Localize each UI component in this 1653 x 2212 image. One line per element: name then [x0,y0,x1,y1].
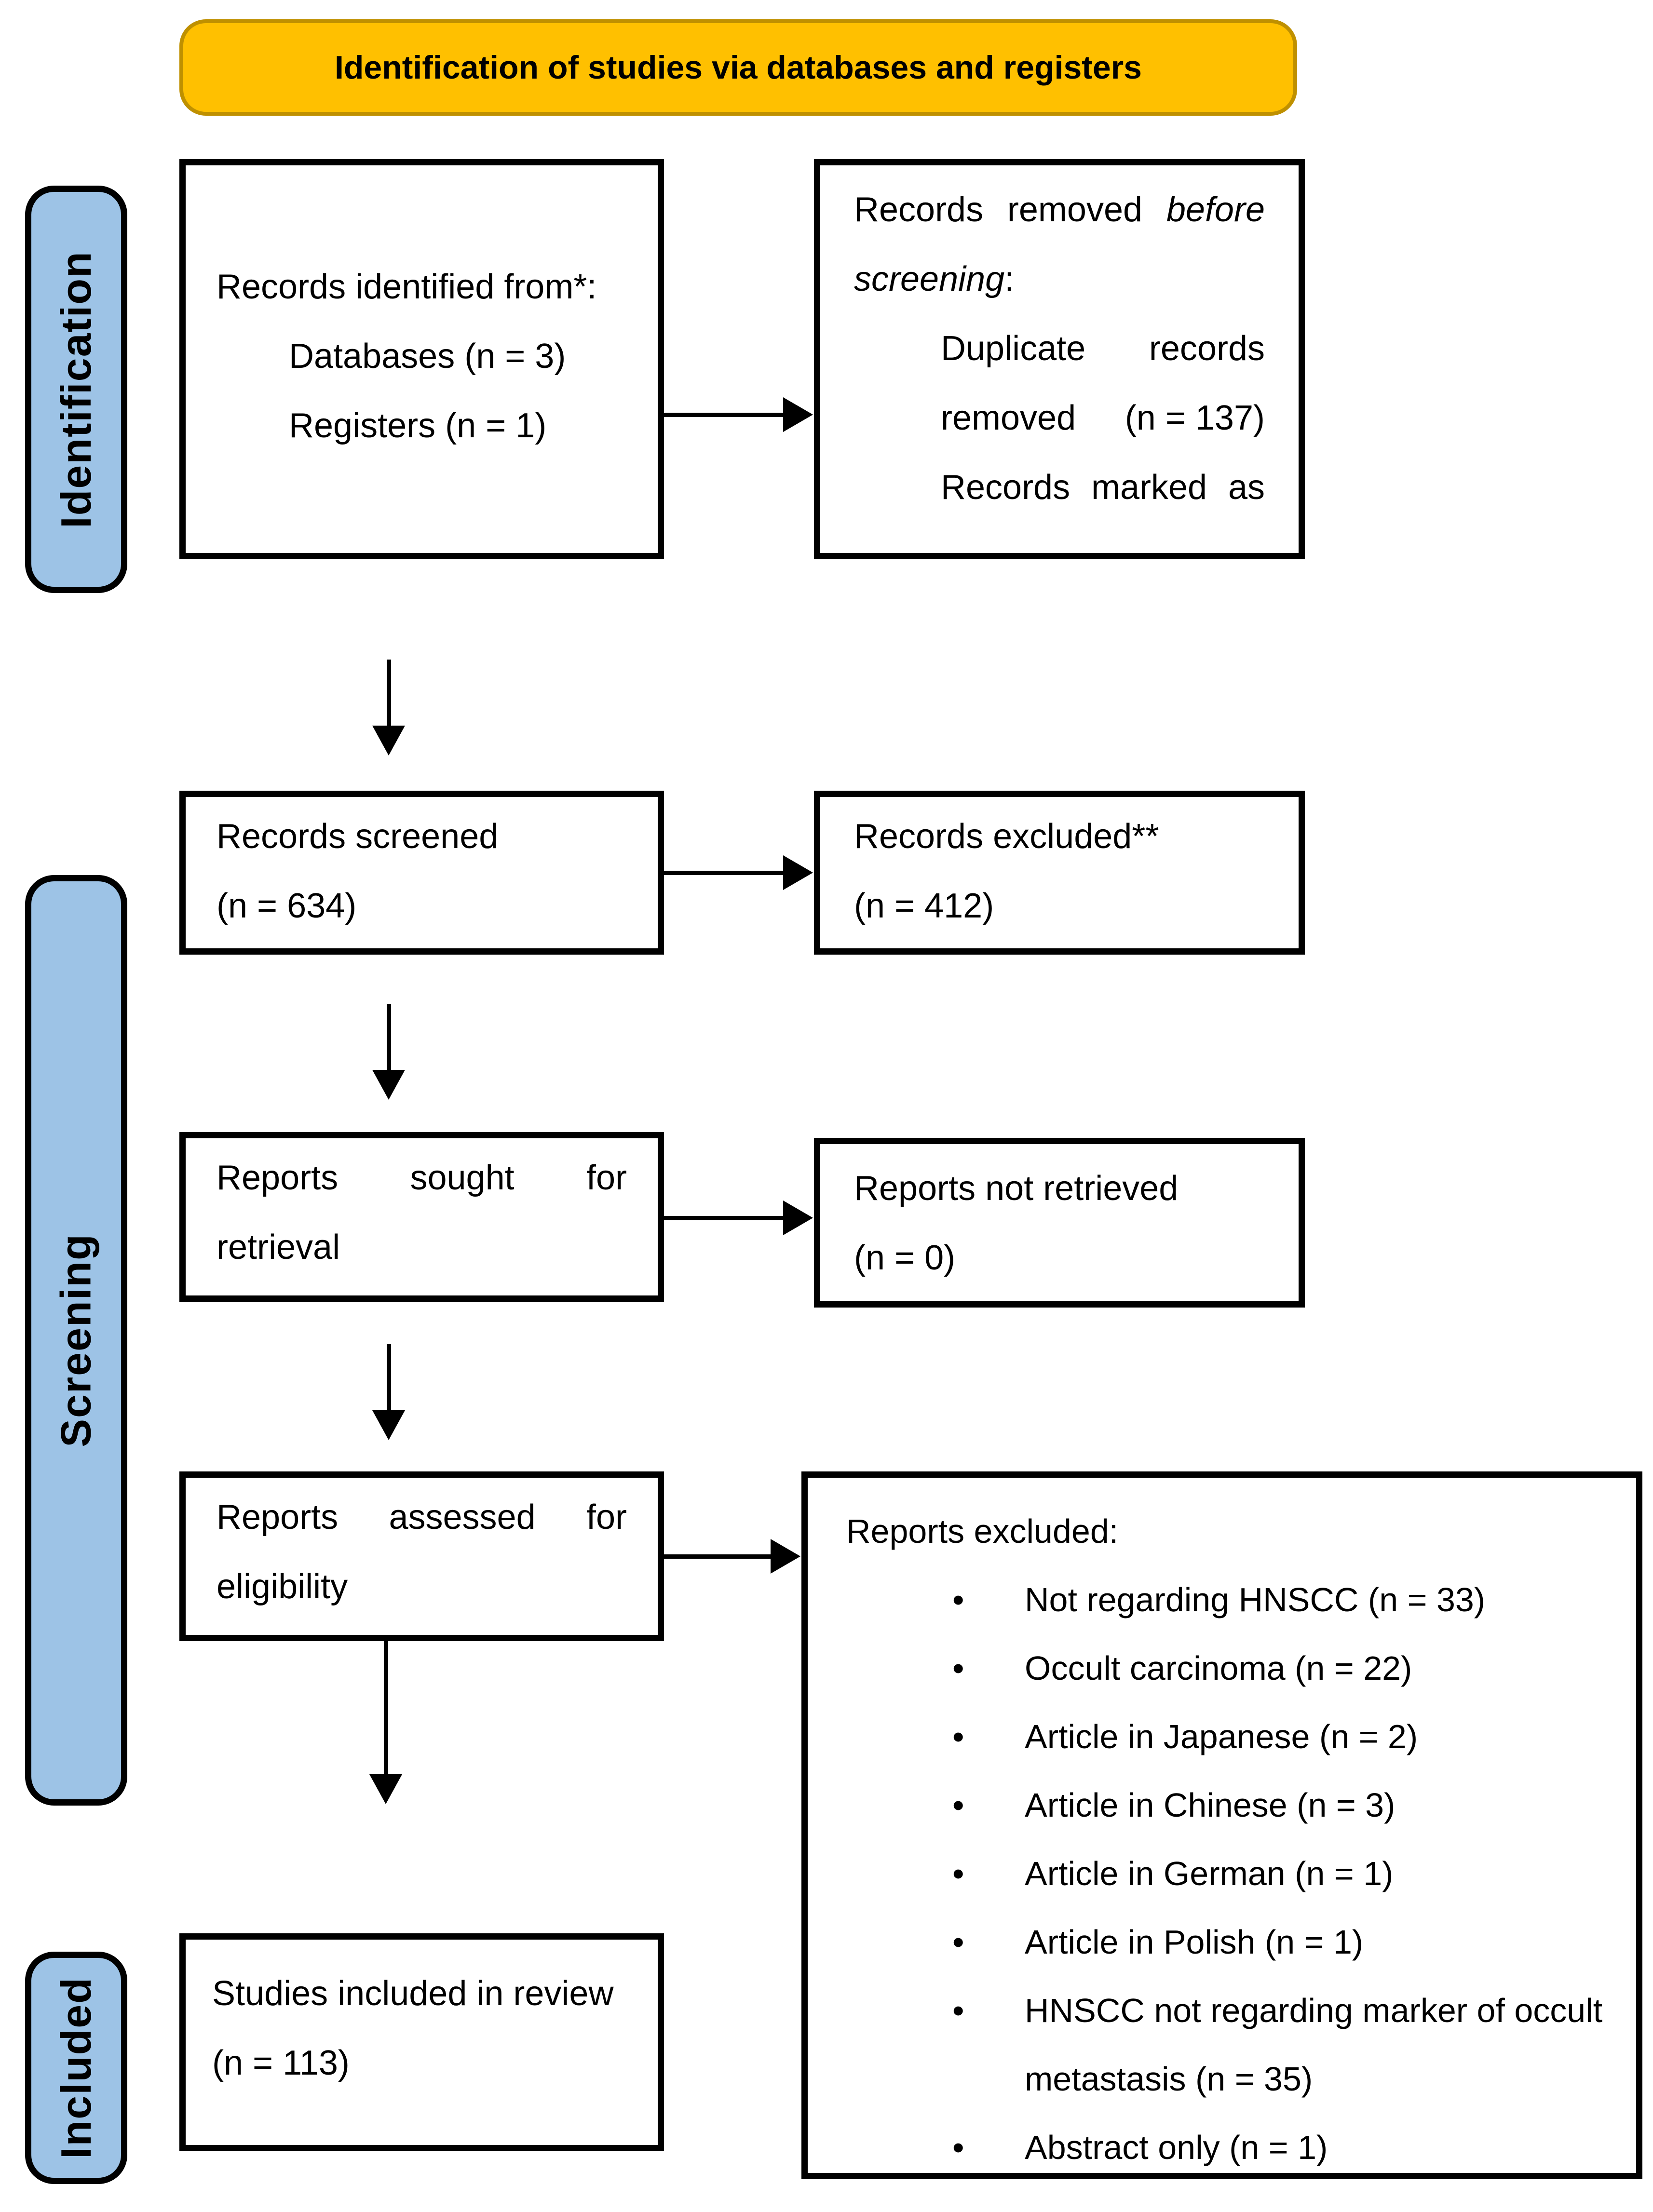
reports-not-retrieved-count: (n = 0) [854,1239,956,1277]
bullet-icon: • [952,1718,964,1755]
records-excluded-label: Records excluded** [854,817,1159,856]
studies-included-count: (n = 113) [212,2044,350,2082]
box-records-removed: Records removed before screening: Duplic… [814,159,1305,559]
bullet-icon: • [952,1581,964,1619]
reason-article-german: • Article in German (n = 1) [846,1839,1598,1908]
reports-assessed-line2: eligibility [217,1567,348,1606]
title-banner: Identification of studies via databases … [179,19,1297,116]
stage-label-identification-text: Identification [52,250,100,528]
reports-sought-line2: retrieval [217,1228,340,1267]
arrow-screened-to-sought-head [372,1070,405,1100]
records-screened-count: (n = 634) [217,887,357,925]
records-identified-databases: Databases (n = 3) [289,337,566,376]
reason-article-japanese: • Article in Japanese (n = 2) [846,1702,1598,1771]
arrow-identified-to-screened-head [372,726,405,755]
stage-label-screening-text: Screening [52,1233,100,1447]
reason-abstract-only: • Abstract only (n = 1) [846,2113,1598,2173]
box-records-identified: Records identified from*: Databases (n =… [179,159,664,559]
arrow-assessed-to-reasons-head [771,1539,800,1574]
records-removed-line2: screening: [854,260,1015,298]
arrow-sought-to-not-retrieved-line [664,1216,785,1220]
bullet-icon: • [952,1855,964,1892]
box-studies-included: Studies included in review (n = 113) [179,1933,664,2151]
records-excluded-count: (n = 412) [854,887,994,925]
records-removed-line1: Records removed before [854,175,1265,244]
box-reports-assessed: Reports assessed for eligibility [179,1471,664,1641]
arrow-identified-to-screened-line [387,660,391,727]
reports-sought-line1: Reports sought for [217,1159,627,1197]
reports-assessed-line1: Reports assessed for [217,1498,627,1537]
arrow-assessed-to-included-head [369,1774,402,1804]
duplicate-records-line1: Duplicate records [941,329,1265,368]
studies-included-label: Studies included in review [212,1974,614,2013]
box-reports-not-retrieved: Reports not retrieved (n = 0) [814,1138,1305,1308]
records-removed-w1: Records [854,190,984,229]
bullet-icon: • [952,2129,964,2166]
arrow-sought-to-not-retrieved-head [783,1200,813,1235]
records-removed-w2: removed [1007,190,1143,229]
stage-label-identification: Identification [25,186,127,593]
arrow-assessed-to-reasons-line [664,1554,773,1559]
reason-occult-carcinoma: • Occult carcinoma (n = 22) [846,1634,1598,1702]
bullet-icon: • [952,1992,964,2029]
reports-not-retrieved-label: Reports not retrieved [854,1169,1179,1208]
title-banner-label: Identification of studies via databases … [334,49,1142,86]
arrow-sought-to-assessed-line [387,1344,391,1412]
records-marked-line: Records marked as [941,468,1265,507]
reason-article-chinese: • Article in Chinese (n = 3) [846,1771,1598,1839]
arrow-screened-to-excluded-head [783,855,813,890]
reason-hnscc-no-marker: • HNSCC not regarding marker of occult m… [846,1976,1602,2113]
records-screened-label: Records screened [217,817,499,856]
box-reports-sought: Reports sought for retrieval [179,1132,664,1302]
stage-label-included: Included [25,1952,127,2184]
bullet-icon: • [952,1649,964,1687]
stage-label-included-text: Included [52,1977,100,2159]
box-records-screened: Records screened (n = 634) [179,791,664,955]
box-reports-excluded-reasons: Reports excluded: • Not regarding HNSCC … [801,1471,1642,2179]
bullet-icon: • [952,1923,964,1961]
stage-label-screening: Screening [25,875,127,1806]
box-records-excluded: Records excluded** (n = 412) [814,791,1305,955]
reason-article-polish: • Article in Polish (n = 1) [846,1908,1598,1976]
duplicate-records-line2: removed (n = 137) [941,399,1265,437]
arrow-identified-to-removed-line [664,413,785,417]
reports-excluded-header: Reports excluded: [846,1512,1119,1550]
arrow-screened-to-sought-line [387,1004,391,1071]
records-identified-registers: Registers (n = 1) [289,406,547,445]
arrow-assessed-to-included-line [384,1638,388,1776]
arrow-screened-to-excluded-line [664,871,785,875]
arrow-sought-to-assessed-head [372,1410,405,1440]
records-removed-w3: before [1166,190,1265,229]
reason-not-regarding-hnscc: • Not regarding HNSCC (n = 33) [846,1565,1598,1634]
arrow-identified-to-removed-head [783,397,813,432]
records-identified-title: Records identified from*: [217,268,597,306]
bullet-icon: • [952,1786,964,1824]
